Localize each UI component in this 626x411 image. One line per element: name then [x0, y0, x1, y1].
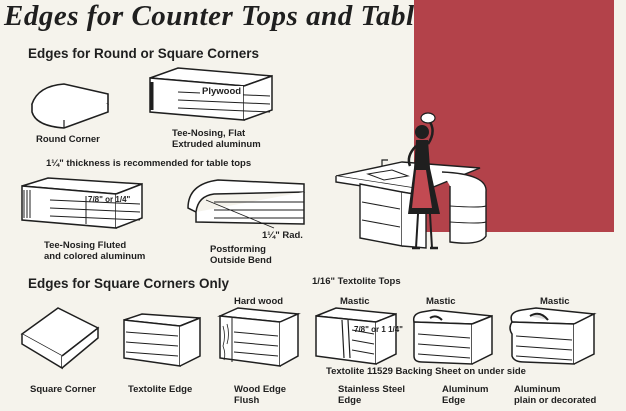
caption-textolite-edge: Textolite Edge — [128, 384, 193, 395]
caption-stainless-edge: Stainless Steel Edge — [338, 384, 405, 406]
callout-mastic-aluminum: Mastic — [426, 296, 456, 307]
dim-fluted-or: or — [105, 195, 114, 204]
caption-tee-nosing-flat-line1: Tee-Nosing, Flat — [172, 128, 246, 139]
textolite-tops-note: 1/16" Textolite Tops — [312, 276, 401, 287]
caption-tee-nosing-fluted-line2: and colored aluminum — [44, 251, 146, 262]
dim-stainless-b: 1 1/4" — [381, 325, 403, 334]
dim-stainless-a: 7/8" — [354, 325, 369, 334]
caption-aluminum-edge-line2: Edge — [442, 395, 466, 406]
caption-aluminum-decorated: Aluminum plain or decorated — [514, 384, 596, 406]
caption-tee-nosing-fluted-line1: Tee-Nosing Fluted — [44, 240, 127, 251]
caption-stainless-edge-line2: Edge — [338, 395, 362, 406]
tee-nosing-fluted-illustration — [20, 176, 144, 230]
caption-wood-edge: Wood Edge Flush — [234, 384, 286, 406]
caption-postforming: Postforming Outside Bend — [210, 244, 272, 266]
textolite-edge-illustration — [122, 312, 202, 368]
red-color-panel — [414, 0, 614, 232]
aluminum-edge-illustration — [408, 308, 494, 366]
caption-aluminum-decorated-line1: Aluminum — [514, 384, 561, 395]
aluminum-decorated-edge-illustration — [506, 306, 596, 366]
caption-tee-nosing-flat-line2: Extruded aluminum — [172, 139, 261, 150]
caption-wood-edge-line2: Flush — [234, 395, 260, 406]
caption-tee-nosing-fluted: Tee-Nosing Fluted and colored aluminum — [44, 240, 145, 262]
caption-aluminum-decorated-line2: plain or decorated — [514, 395, 597, 406]
woman-at-kitchen-counter-illustration — [330, 110, 494, 256]
callout-mastic-decorated: Mastic — [540, 296, 570, 307]
dim-stainless: 7/8" or 1 1/4" — [354, 325, 403, 334]
round-corner-illustration — [28, 82, 112, 130]
postforming-illustration — [184, 178, 306, 230]
dim-fluted-b: 1/4" — [115, 195, 131, 204]
dim-fluted-a: 7/8" — [88, 195, 103, 204]
tee-nosing-flat-illustration — [148, 66, 274, 122]
stainless-steel-edge-illustration — [314, 306, 398, 366]
caption-wood-edge-line1: Wood Edge — [234, 384, 287, 395]
section-heading-round-square: Edges for Round or Square Corners — [28, 46, 260, 61]
caption-postforming-line2: Outside Bend — [210, 255, 272, 266]
section-heading-square-only: Edges for Square Corners Only — [28, 276, 230, 291]
caption-stainless-edge-line1: Stainless Steel — [338, 384, 406, 395]
dim-stainless-or: or — [371, 325, 380, 334]
callout-radius: 1¼" Rad. — [262, 230, 303, 241]
thickness-note: 1¼" thickness is recommended for table t… — [46, 158, 252, 169]
callout-plywood: Plywood — [200, 86, 244, 97]
caption-square-corner: Square Corner — [30, 384, 96, 395]
wood-edge-flush-illustration — [218, 306, 300, 370]
caption-aluminum-edge-line1: Aluminum — [442, 384, 489, 395]
backing-sheet-note: Textolite 11529 Backing Sheet on under s… — [326, 366, 526, 377]
square-corner-illustration — [20, 306, 100, 370]
dim-fluted: 7/8" or 1/4" — [88, 196, 130, 204]
callout-hard-wood: Hard wood — [234, 296, 284, 307]
page-title: Edges for Counter Tops and Tables — [4, 0, 440, 32]
callout-mastic-stainless: Mastic — [340, 296, 370, 307]
caption-postforming-line1: Postforming — [210, 244, 266, 255]
caption-aluminum-edge: Aluminum Edge — [442, 384, 488, 406]
caption-round-corner: Round Corner — [36, 134, 100, 145]
caption-tee-nosing-flat: Tee-Nosing, Flat Extruded aluminum — [172, 128, 261, 150]
